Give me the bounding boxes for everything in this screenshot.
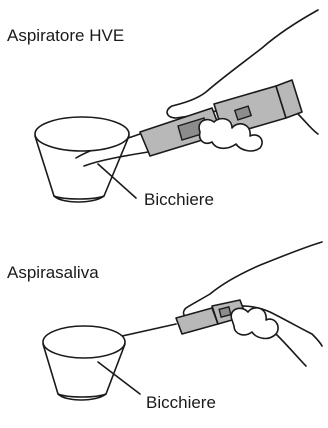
saliva-cup <box>43 326 125 400</box>
saliva-cup-pointer <box>98 362 140 394</box>
hve-title: Aspiratore HVE <box>7 27 124 44</box>
saliva-cup-label: Bicchiere <box>146 394 216 411</box>
hve-cup-pointer <box>98 164 136 198</box>
hve-figure: Aspiratore HVE Bicchiere <box>0 0 328 214</box>
hve-cup <box>35 117 129 202</box>
saliva-ejector-figure: Aspirasaliva Bicchiere <box>0 214 328 428</box>
hve-cup-label: Bicchiere <box>144 191 214 208</box>
saliva-title: Aspirasaliva <box>7 264 99 281</box>
saliva-tube <box>276 334 306 366</box>
